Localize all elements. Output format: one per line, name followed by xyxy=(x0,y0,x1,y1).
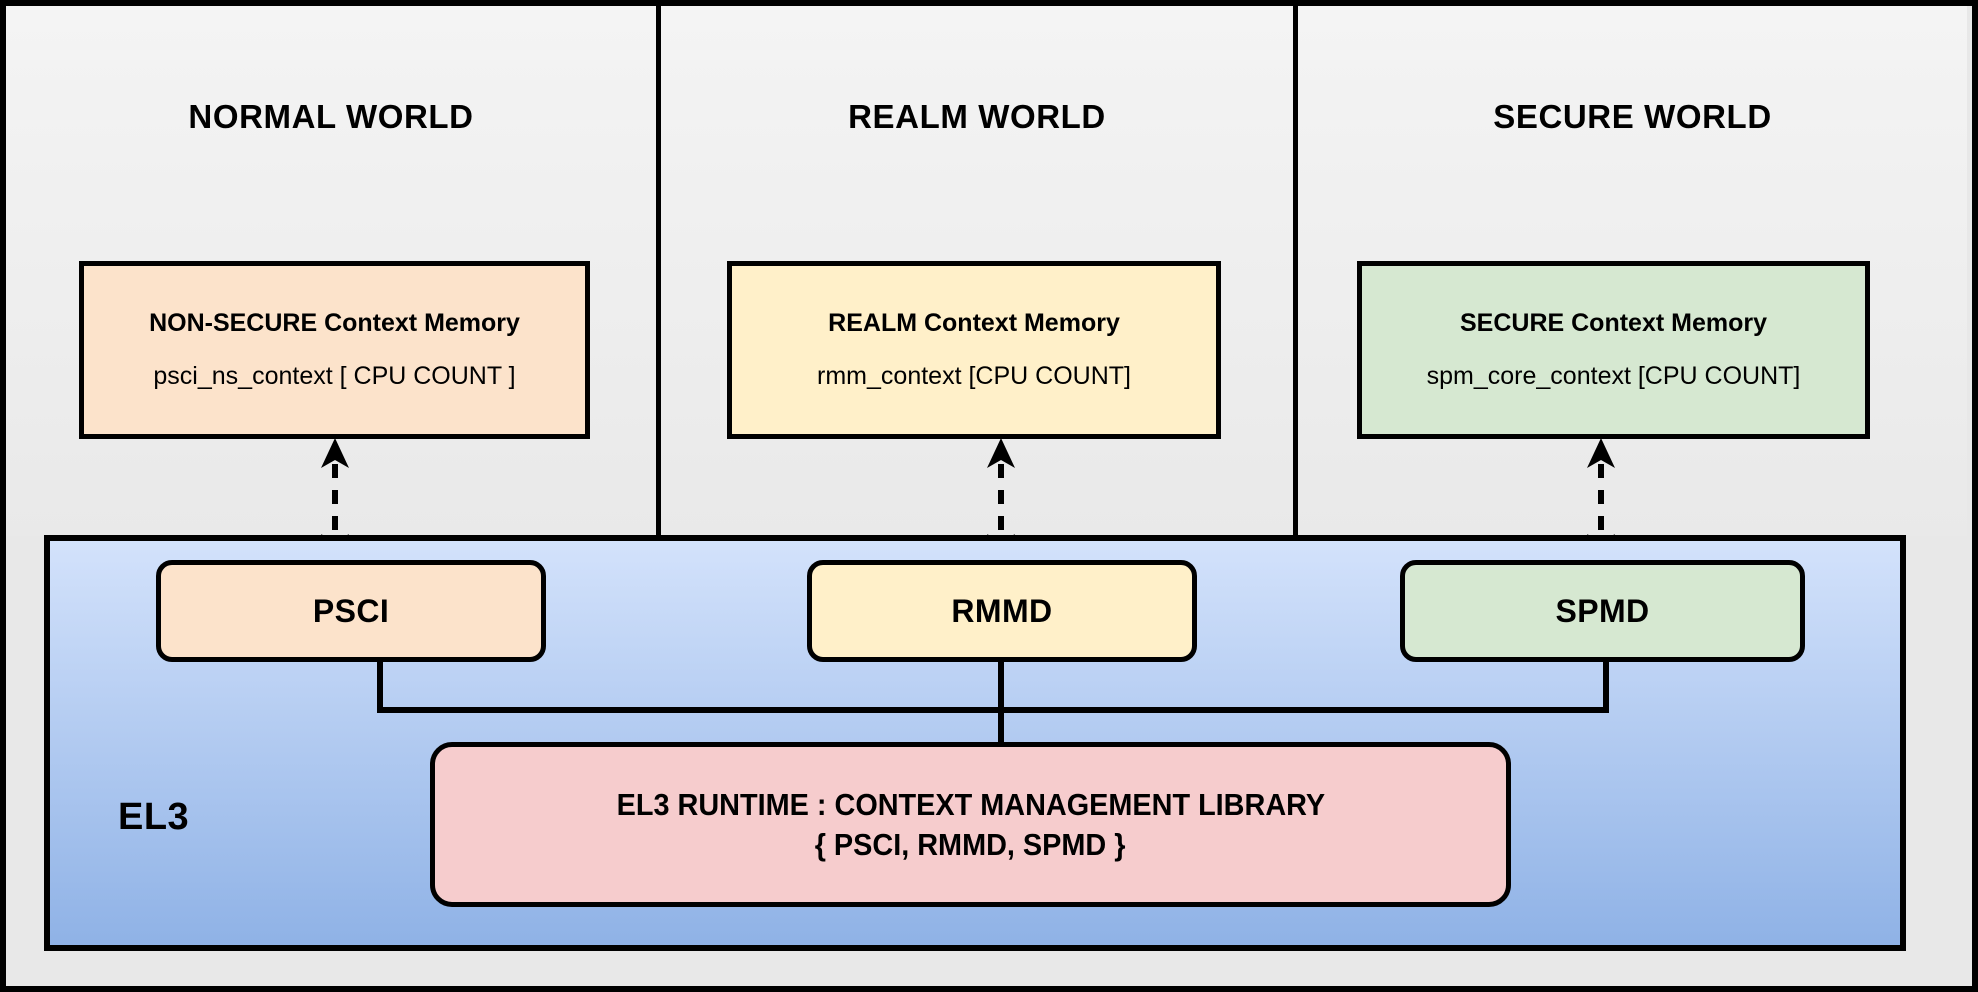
context-memory-title-secure: SECURE Context Memory xyxy=(1460,308,1767,337)
worlds-row: NORMAL WORLD NON-SECURE Context Memory p… xyxy=(6,6,1972,536)
context-memory-title-non-secure: NON-SECURE Context Memory xyxy=(149,308,520,337)
world-panel-secure: SECURE WORLD SECURE Context Memory spm_c… xyxy=(1298,6,1967,536)
module-box-spmd[interactable]: SPMD xyxy=(1400,560,1805,662)
connector-drop-spmd xyxy=(1603,660,1609,710)
context-memory-box-non-secure: NON-SECURE Context Memory psci_ns_contex… xyxy=(79,261,590,439)
el3-runtime-members: { PSCI, RMMD, SPMD } xyxy=(815,826,1126,862)
el3-runtime-title: EL3 RUNTIME : CONTEXT MANAGEMENT LIBRARY xyxy=(616,786,1325,822)
el3-container: EL3 PSCI RMMD SPMD EL3 RUNTIME : CONTEXT… xyxy=(44,535,1906,951)
world-title-normal: NORMAL WORLD xyxy=(188,98,474,135)
connector-bus-line xyxy=(377,707,1609,713)
el3-runtime-library-box[interactable]: EL3 RUNTIME : CONTEXT MANAGEMENT LIBRARY… xyxy=(430,742,1511,907)
context-memory-symbol-secure: spm_core_context [CPU COUNT] xyxy=(1426,362,1801,390)
connector-drop-runtime xyxy=(998,707,1004,747)
connector-drop-rmmd xyxy=(998,660,1004,710)
module-box-psci[interactable]: PSCI xyxy=(156,560,546,662)
context-memory-symbol-realm: rmm_context [CPU COUNT] xyxy=(817,362,1131,390)
el3-label: EL3 xyxy=(118,796,190,838)
world-title-realm: REALM WORLD xyxy=(848,98,1106,135)
world-title-secure: SECURE WORLD xyxy=(1493,98,1772,135)
context-memory-title-realm: REALM Context Memory xyxy=(828,308,1120,337)
context-memory-box-realm: REALM Context Memory rmm_context [CPU CO… xyxy=(727,261,1221,439)
module-box-rmmd[interactable]: RMMD xyxy=(807,560,1197,662)
context-memory-symbol-non-secure: psci_ns_context [ CPU COUNT ] xyxy=(153,362,516,390)
context-memory-box-secure: SECURE Context Memory spm_core_context [… xyxy=(1357,261,1870,439)
connector-drop-psci xyxy=(377,660,383,710)
world-panel-realm: REALM WORLD REALM Context Memory rmm_con… xyxy=(661,6,1298,536)
